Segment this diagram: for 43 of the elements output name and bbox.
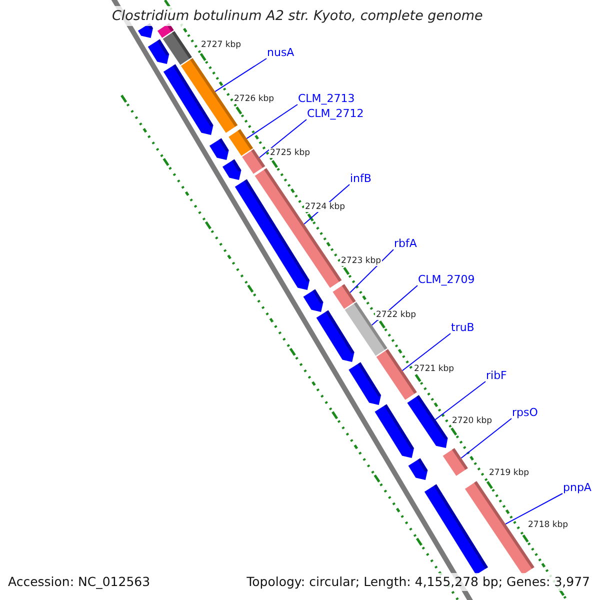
scale-label: 2724 kbp bbox=[304, 202, 346, 212]
scale-label: 2725 kbp bbox=[269, 148, 312, 158]
gene-label: pnpA bbox=[563, 482, 592, 494]
gene-bar bbox=[222, 159, 242, 180]
gene-label: rbfA bbox=[394, 238, 417, 250]
scale-label: 2720 kbp bbox=[451, 416, 494, 426]
gene-bar bbox=[303, 289, 324, 312]
scale-label: 2726 kbp bbox=[233, 94, 276, 104]
gene-bar bbox=[424, 484, 488, 575]
gene-bar bbox=[209, 138, 229, 160]
gene-label: truB bbox=[451, 322, 474, 334]
gene-bar bbox=[242, 149, 266, 174]
gene-bar bbox=[148, 39, 170, 64]
leader-line bbox=[258, 119, 307, 158]
leader-line bbox=[350, 249, 394, 294]
scale-label: 2719 kbp bbox=[488, 468, 530, 478]
leader-line bbox=[214, 58, 267, 92]
scale-label: 2722 kbp bbox=[375, 310, 418, 320]
gene-bar bbox=[163, 64, 214, 135]
scale-label: 2718 kbp bbox=[527, 520, 570, 530]
scale-label: 2723 kbp bbox=[340, 256, 382, 266]
gene-bar bbox=[332, 284, 356, 309]
gene-label: CLM_2709 bbox=[418, 274, 475, 286]
gene-bar bbox=[228, 129, 253, 156]
gene-label: CLM_2713 bbox=[298, 93, 355, 105]
leader-line bbox=[434, 381, 486, 420]
gene-label: nusA bbox=[267, 47, 294, 59]
gene-bar bbox=[407, 395, 448, 448]
gene-label: infB bbox=[350, 173, 372, 185]
scale-label: 2721 kbp bbox=[413, 364, 456, 374]
gene-bar bbox=[348, 362, 382, 405]
gene-bar bbox=[316, 310, 354, 362]
gene-bar bbox=[374, 404, 414, 458]
leader-line bbox=[402, 333, 451, 372]
footer-text: Topology: circular; Length: 4,155,278 bp; Genes: 3,977 bbox=[244, 573, 592, 591]
leader-line bbox=[504, 493, 563, 525]
gene-bar bbox=[408, 458, 428, 480]
gene-label: ribF bbox=[486, 370, 507, 382]
scale-label: 2727 kbp bbox=[200, 40, 242, 50]
leader-line bbox=[460, 418, 512, 459]
gene-label: CLM_2712 bbox=[307, 108, 364, 120]
gene-label: rpsO bbox=[512, 407, 538, 419]
gene-bar bbox=[442, 448, 468, 476]
